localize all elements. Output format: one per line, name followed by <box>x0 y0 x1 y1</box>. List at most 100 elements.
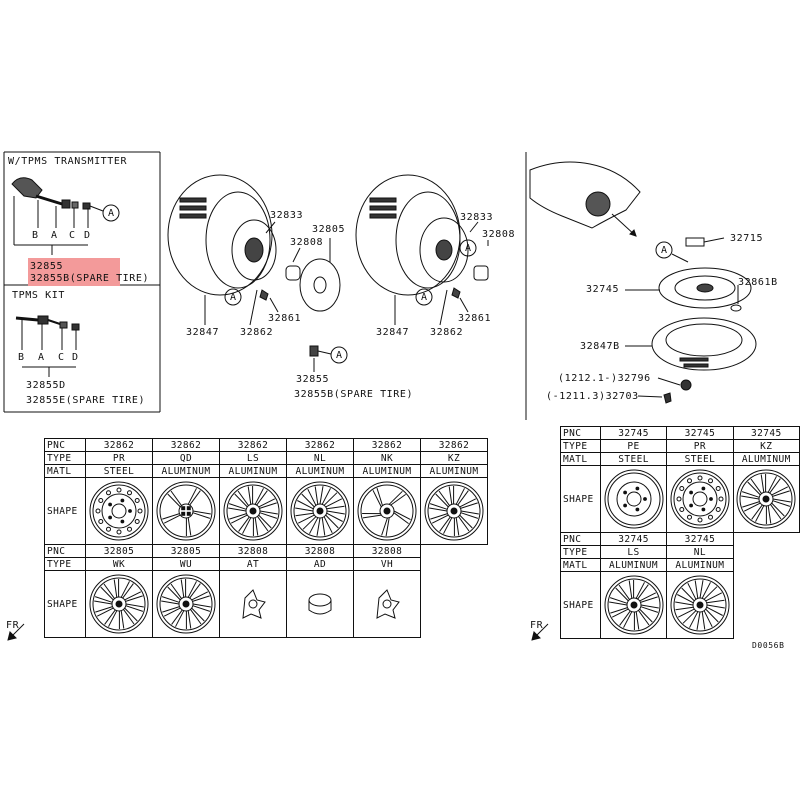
matl-cell: ALUMINUM <box>286 464 354 478</box>
type-cell: LS <box>599 545 668 559</box>
shape-cell <box>353 477 421 545</box>
pnc-cell: 32745 <box>666 532 734 546</box>
diagram-code: D0056B <box>752 641 785 650</box>
shape-cell <box>286 570 354 638</box>
part-32855[interactable]: 32855 <box>30 261 64 272</box>
circle-a-tire1: A <box>230 292 237 303</box>
part-32861-a[interactable]: 32861 <box>268 313 302 324</box>
shape-cell <box>286 477 354 545</box>
pnc-cell: 32808 <box>353 544 421 558</box>
type-cell: PR <box>85 451 153 465</box>
alloy-wheel-icon <box>734 466 799 532</box>
fr-label-left: FR <box>6 620 20 631</box>
part-32796[interactable]: (1212.1-)32796 <box>558 373 651 384</box>
part-32862-b[interactable]: 32862 <box>430 327 464 338</box>
shape-cell <box>219 477 287 545</box>
row-header-pnc: PNC <box>44 438 86 452</box>
type-cell: KZ <box>420 451 488 465</box>
table-row: PNC 32745 32745 32745 <box>560 426 800 440</box>
circle-a-spare: A <box>661 245 668 256</box>
kit-letter-d: D <box>72 352 79 363</box>
part-32847-b[interactable]: 32847 <box>376 327 410 338</box>
table-row: MATL ALUMINUM ALUMINUM <box>560 558 800 572</box>
table-row: TYPE PR QD LS NL NK KZ <box>44 451 488 465</box>
pnc-cell: 32745 <box>732 426 800 440</box>
letter-d: D <box>84 230 91 241</box>
circle-a-tire2-top: A <box>465 243 472 254</box>
part-32703[interactable]: (-1211.3)32703 <box>546 391 639 402</box>
table-row: PNC 32862 32862 32862 32862 32862 32862 <box>44 438 488 452</box>
pnc-cell: 32862 <box>420 438 488 452</box>
row-header-type: TYPE <box>560 439 601 453</box>
left-parts-table: PNC 32862 32862 32862 32862 32862 32862 … <box>44 438 488 638</box>
pnc-cell: 32745 <box>599 426 668 440</box>
type-cell: AT <box>219 557 287 571</box>
part-32808-a[interactable]: 32808 <box>290 237 324 248</box>
part-32855b-spare[interactable]: 32855B(SPARE TIRE) <box>30 273 150 284</box>
type-cell: AD <box>286 557 354 571</box>
part-32808-b[interactable]: 32808 <box>482 229 516 240</box>
row-header-shape: SHAPE <box>560 571 601 639</box>
part-32745[interactable]: 32745 <box>586 284 620 295</box>
shape-cell <box>219 570 287 638</box>
shape-cell <box>599 571 668 639</box>
pnc-cell: 32805 <box>85 544 153 558</box>
table-row: TYPE WK WU AT AD VH <box>44 557 488 571</box>
pnc-cell: 32808 <box>286 544 354 558</box>
alloy-wheel-icon <box>220 478 286 544</box>
table-row: SHAPE <box>44 477 488 545</box>
row-header-pnc: PNC <box>560 426 601 440</box>
pnc-cell: 32805 <box>152 544 220 558</box>
highlight-band <box>28 258 120 286</box>
part-32861b[interactable]: 32861B <box>738 277 778 288</box>
part-32833-a[interactable]: 32833 <box>270 210 304 221</box>
blank-cell <box>421 558 488 571</box>
wheel-cover-icon <box>153 571 219 637</box>
part-32805[interactable]: 32805 <box>312 224 346 235</box>
blank-cell <box>733 559 799 572</box>
part-32855d[interactable]: 32855D <box>26 380 66 391</box>
type-cell: NK <box>353 451 421 465</box>
part-32855-mid[interactable]: 32855 <box>296 374 330 385</box>
part-32862-a[interactable]: 32862 <box>240 327 274 338</box>
part-32855b-mid[interactable]: 32855B(SPARE TIRE) <box>294 389 414 400</box>
part-32855e-spare[interactable]: 32855E(SPARE TIRE) <box>26 395 146 406</box>
matl-cell: STEEL <box>85 464 153 478</box>
row-header-type: TYPE <box>560 545 601 559</box>
matl-cell: ALUMINUM <box>599 558 668 572</box>
part-32861-b[interactable]: 32861 <box>458 313 492 324</box>
matl-cell: STEEL <box>666 452 734 466</box>
letter-a: A <box>51 230 58 241</box>
pnc-cell: 32862 <box>152 438 220 452</box>
circle-a-tire2: A <box>421 292 428 303</box>
shape-cell <box>666 465 734 533</box>
part-32847b[interactable]: 32847B <box>580 341 620 352</box>
part-32715[interactable]: 32715 <box>730 233 764 244</box>
blank-cell <box>733 546 799 559</box>
row-header-pnc: PNC <box>560 532 601 546</box>
shape-cell <box>152 570 220 638</box>
part-32833-b[interactable]: 32833 <box>460 212 494 223</box>
lug-cap-icon <box>220 571 286 637</box>
type-cell: QD <box>152 451 220 465</box>
kit-letter-c: C <box>58 352 65 363</box>
circle-a-label: A <box>108 208 115 219</box>
matl-cell: ALUMINUM <box>152 464 220 478</box>
type-cell: NL <box>286 451 354 465</box>
table-row: TYPE LS NL <box>560 545 800 559</box>
type-cell: VH <box>353 557 421 571</box>
fr-label-right: FR <box>530 620 544 631</box>
steel-wheel-icon <box>601 466 666 532</box>
type-cell: PE <box>599 439 668 453</box>
type-cell: KZ <box>732 439 800 453</box>
part-32847-a[interactable]: 32847 <box>186 327 220 338</box>
table-row: PNC 32805 32805 32808 32808 32808 <box>44 544 488 558</box>
pnc-cell: 32862 <box>85 438 153 452</box>
pnc-cell: 32862 <box>219 438 287 452</box>
steel-wheel-icon <box>86 478 152 544</box>
table-row: SHAPE <box>560 571 800 639</box>
pnc-cell: 32808 <box>219 544 287 558</box>
table-row: MATL STEEL STEEL ALUMINUM <box>560 452 800 466</box>
type-cell: NL <box>666 545 734 559</box>
table-row: SHAPE <box>44 570 488 638</box>
